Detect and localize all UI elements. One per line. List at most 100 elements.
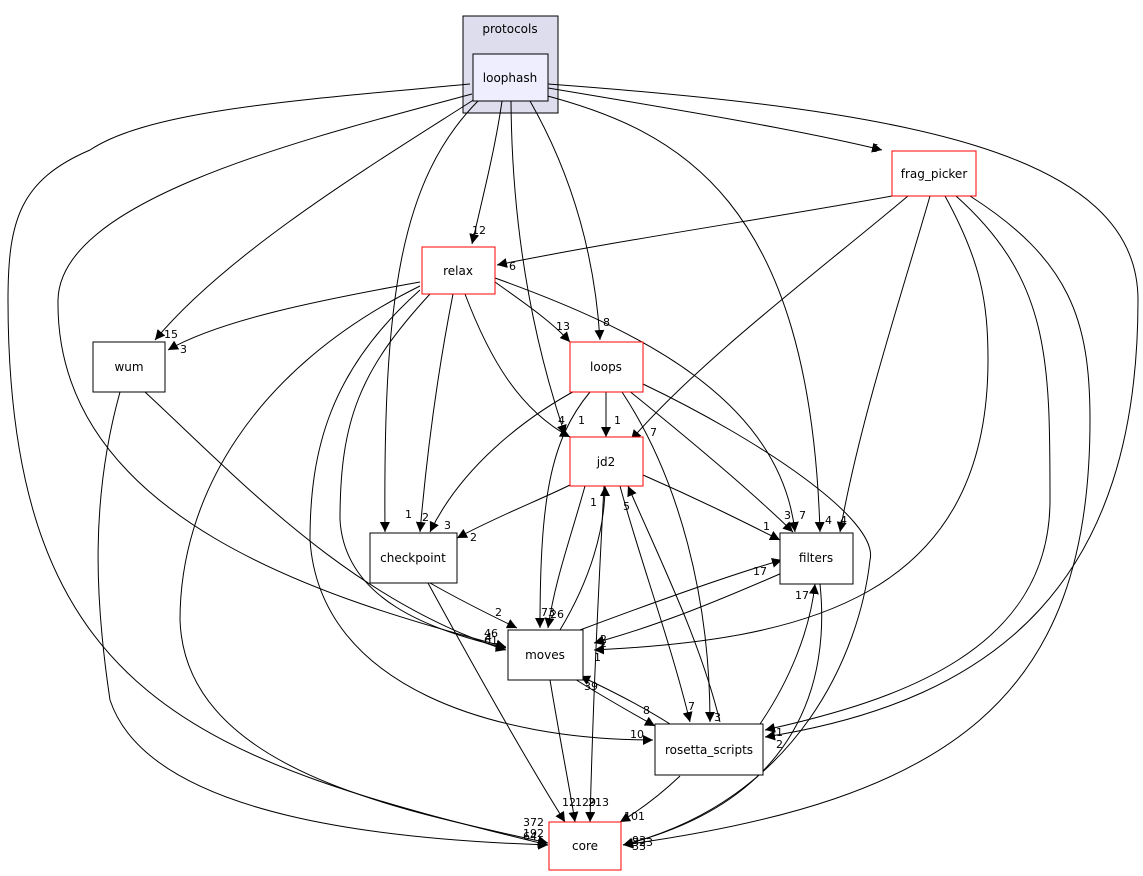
edge-relax-loops[interactable] xyxy=(494,281,571,343)
edge-label: 2 xyxy=(776,738,783,751)
edge-relax-moves[interactable] xyxy=(339,293,507,651)
node-loophash[interactable]: loophash xyxy=(472,53,549,102)
edge-label: 1 xyxy=(594,651,601,664)
edge-relax-cp[interactable] xyxy=(415,293,454,533)
node-label: frag_picker xyxy=(901,167,968,181)
edge-lh-fp[interactable] xyxy=(547,87,883,153)
cluster-label: protocols xyxy=(482,22,537,36)
node-relax[interactable]: relax xyxy=(421,246,496,295)
edge-label: 15 xyxy=(164,328,178,341)
edge-fp-jd2[interactable] xyxy=(630,195,909,441)
edge-label: 2 xyxy=(422,511,429,524)
edge-lh-moves[interactable] xyxy=(57,93,507,650)
node-label: rosetta_scripts xyxy=(665,743,753,757)
edge-label: 6 xyxy=(509,260,516,273)
edge-fp-core[interactable] xyxy=(622,195,1091,849)
edge-label: 5 xyxy=(872,142,879,155)
edge-loops-filters[interactable] xyxy=(627,389,794,533)
node-label: moves xyxy=(525,648,565,662)
edge-loops-moves[interactable] xyxy=(535,391,591,629)
edge-label: 1 xyxy=(614,414,621,427)
edge-moves-rs[interactable] xyxy=(569,675,656,727)
edge-label: 93 xyxy=(632,834,646,847)
edge-filters-core[interactable] xyxy=(622,583,823,848)
edge-label: 1 xyxy=(405,508,412,521)
edge-relax-wum[interactable] xyxy=(167,281,421,351)
edge-lh-core[interactable] xyxy=(7,83,549,848)
node-loops[interactable]: loops xyxy=(569,341,644,393)
node-frag-picker[interactable]: frag_picker xyxy=(891,150,977,197)
edge-moves-core[interactable] xyxy=(549,679,579,823)
edge-jd2-rs[interactable] xyxy=(619,485,693,723)
edge-label: 3 xyxy=(444,519,451,532)
edge-cp-moves[interactable] xyxy=(429,582,518,629)
edge-label: 2 xyxy=(470,531,477,544)
edge-fp-moves[interactable] xyxy=(593,195,989,655)
edge-label: 64 xyxy=(523,830,537,843)
edge-rs-moves[interactable] xyxy=(579,675,671,725)
edge-label: 5 xyxy=(623,500,630,513)
node-checkpoint[interactable]: checkpoint xyxy=(369,532,458,584)
edge-lh-relax[interactable] xyxy=(469,100,503,245)
edge-label: 192 xyxy=(523,827,544,840)
edge-label: 17 xyxy=(753,565,767,578)
edge-fp-rs[interactable] xyxy=(764,195,1051,733)
edge-fp-relax[interactable] xyxy=(496,195,893,268)
edge-loops-core[interactable] xyxy=(622,383,871,848)
edge-relax-filters[interactable] xyxy=(494,277,799,533)
edge-label: 1 xyxy=(578,414,585,427)
edge-relax-jd2[interactable] xyxy=(464,293,571,438)
edge-label: 3 xyxy=(784,509,791,522)
edge-rs-core[interactable] xyxy=(619,775,681,823)
edge-jd2-moves[interactable] xyxy=(544,485,586,629)
edge-label: 2 xyxy=(600,637,607,650)
edge-loops-cp[interactable] xyxy=(429,387,581,533)
edge-label: 323 xyxy=(632,836,653,849)
edge-label: 1 xyxy=(776,726,783,739)
edge-label: 7 xyxy=(799,509,806,522)
edge-lh-loops[interactable] xyxy=(529,100,605,341)
edge-wum-core[interactable] xyxy=(97,391,549,850)
edge-lh-wum[interactable] xyxy=(154,98,476,341)
node-wum[interactable]: wum xyxy=(92,341,166,393)
edge-moves-filters[interactable] xyxy=(579,557,783,631)
edge-lh-jd2[interactable] xyxy=(510,100,567,436)
edge-jd2-cp[interactable] xyxy=(456,483,573,539)
edge-label: 13 xyxy=(556,320,570,333)
edge-label: 7 xyxy=(688,700,695,713)
edge-rs-jd2[interactable] xyxy=(627,485,721,723)
node-core[interactable]: core xyxy=(548,821,622,871)
edge-label: 2 xyxy=(495,606,502,619)
node-filters[interactable]: filters xyxy=(779,532,854,585)
node-rosetta-scripts[interactable]: rosetta_scripts xyxy=(654,723,764,776)
edge-loops-rs[interactable] xyxy=(621,391,715,723)
edge-lh-cp[interactable] xyxy=(379,100,479,533)
edge-fp-filters[interactable] xyxy=(836,195,931,533)
edge-jd2-core[interactable] xyxy=(585,485,605,823)
edge-cp-core[interactable] xyxy=(427,582,566,823)
edge-label: 1 xyxy=(763,520,770,533)
node-jd2[interactable]: jd2 xyxy=(569,436,644,487)
edge-label: 213 xyxy=(588,796,609,809)
edge-label: 8 xyxy=(643,704,650,717)
edge-filters-moves[interactable] xyxy=(593,572,783,646)
edge-jd2-filters[interactable] xyxy=(642,474,781,541)
node-label: wum xyxy=(114,360,143,374)
edge-label: 4 xyxy=(825,514,832,527)
edge-rs-filters[interactable] xyxy=(759,583,819,725)
edge-labels: 5 12 15 8 1 1 4 46 1 372 6 7 4 2 2 323 3… xyxy=(164,142,879,853)
edge-relax-rs[interactable] xyxy=(309,289,654,745)
node-moves[interactable]: moves xyxy=(507,629,584,681)
edge-lh-filters[interactable] xyxy=(539,93,825,533)
edge-label: 2 xyxy=(600,633,607,646)
edge-label: 372 xyxy=(523,816,544,829)
edge-lh-rs[interactable] xyxy=(547,83,1139,741)
edge-moves-jd2[interactable] xyxy=(559,485,610,631)
edge-label: 39 xyxy=(584,680,598,693)
edge-wum-moves[interactable] xyxy=(144,391,507,652)
node-label: relax xyxy=(443,264,473,278)
edge-label: 73 xyxy=(541,606,555,619)
edge-label: 33 xyxy=(632,840,646,853)
edge-relax-core[interactable] xyxy=(179,285,549,846)
